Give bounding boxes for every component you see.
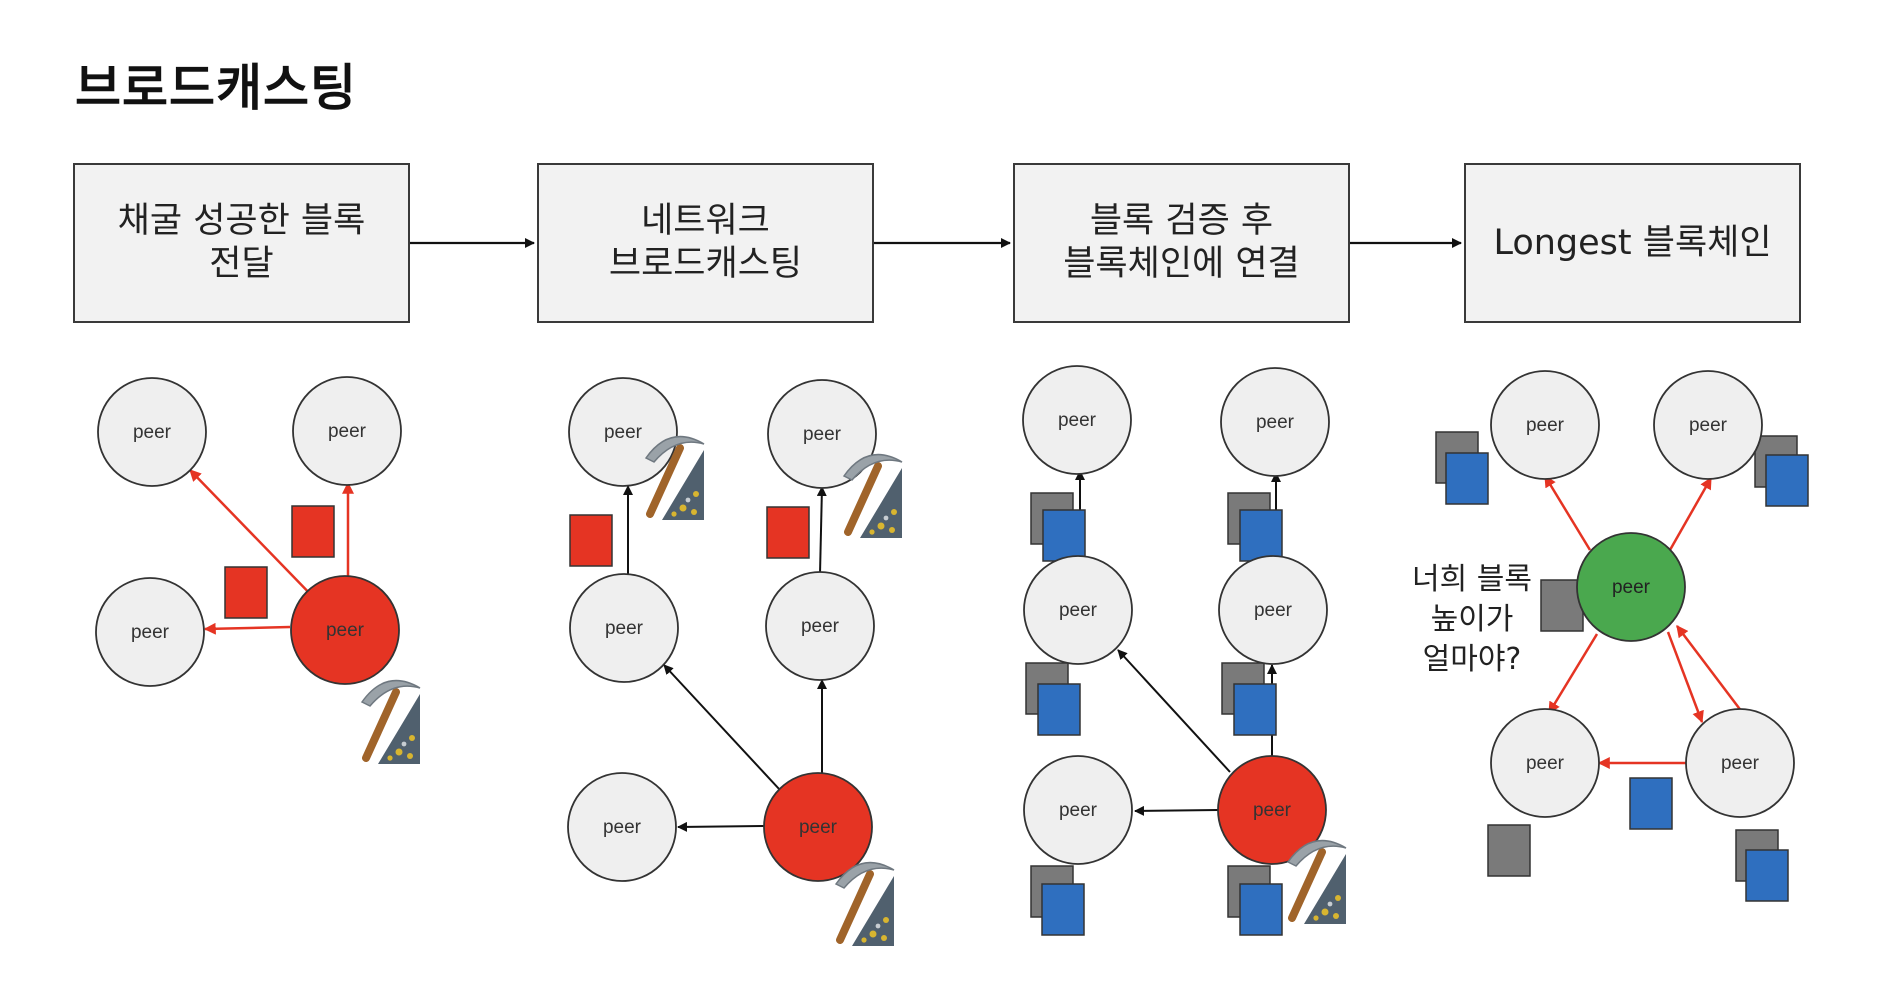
svg-text:peer: peer [1253,800,1292,821]
svg-text:peer: peer [133,422,172,443]
panel-mining: peer peer peer peer [95,376,420,764]
block-stack [1754,435,1809,507]
block-stack [1221,662,1277,736]
block-red [766,506,810,559]
block-blue [1765,454,1809,507]
step-label-validate: 블록 검증 후 블록체인에 연결 [1063,201,1300,284]
longest-chain-node: peer [1576,532,1686,642]
step-box-mining: 채굴 성공한 블록 전달 [73,163,410,323]
block-stack [1227,865,1283,936]
peer-node: peer [95,577,205,687]
svg-text:peer: peer [604,422,643,443]
peer-node: peer [1685,708,1795,818]
svg-text:peer: peer [1721,753,1760,774]
peer-node: peer [1218,555,1328,665]
arrow-black [1117,649,1231,773]
svg-text:peer: peer [328,421,367,442]
step-box-longest: Longest 블록체인 [1464,163,1801,323]
step-box-validate: 블록 검증 후 블록체인에 연결 [1013,163,1350,323]
block-stack [1025,662,1081,736]
svg-text:peer: peer [1059,800,1098,821]
peer-node: peer [567,772,677,882]
peer-node: peer [569,573,679,683]
pickaxe-icon [844,455,902,538]
step-label-longest: Longest 블록체인 [1493,222,1772,263]
arrow-red [1543,474,1592,551]
panel-validate: peer peer peer peer peer peer [1022,365,1346,936]
peer-node: peer [1022,365,1132,475]
svg-text:peer: peer [326,620,365,641]
peer-node: peer [1220,367,1330,477]
peer-node: peer [292,376,402,486]
peer-node: peer [1490,370,1600,480]
block-height-question: 너희 블록 높이가 얼마야? [1412,562,1532,677]
block-stack [1435,431,1489,505]
peer-node: peer [1023,755,1133,865]
block-blue [1239,883,1283,936]
arrow-black [1134,805,1219,816]
arrow-red [1666,631,1704,724]
pickaxe-icon [836,863,894,946]
arrow-red [1676,625,1743,713]
svg-text:peer: peer [1059,600,1098,621]
svg-text:peer: peer [803,424,842,445]
block-blue [1629,777,1673,830]
block-blue [1239,509,1283,562]
block-stack [1735,829,1789,902]
arrow-black [816,486,827,575]
step-box-broadcast: 네트워크 브로드캐스팅 [537,163,874,323]
arrow-black [663,664,781,791]
panel-longest: peer peer peer peer peer [1435,370,1809,902]
svg-text:peer: peer [1689,415,1728,436]
arrow-red [1668,476,1713,551]
block-blue [1041,883,1085,936]
svg-text:peer: peer [1612,577,1651,598]
pickaxe-icon [1288,841,1346,924]
block-stack [1030,492,1086,562]
arrow-red [1547,633,1599,715]
block-stack [1030,865,1085,936]
block-gray [1487,824,1531,877]
peer-node: peer [1490,708,1600,818]
pickaxe-icon [362,681,420,764]
peer-node: peer [568,377,678,487]
miner-node: peer [1217,755,1327,865]
svg-text:peer: peer [603,817,642,838]
block-gray [1540,579,1584,632]
svg-text:peer: peer [799,817,838,838]
peer-node: peer [97,377,207,487]
svg-text:peer: peer [1256,412,1295,433]
svg-text:peer: peer [605,618,644,639]
svg-text:peer: peer [1254,600,1293,621]
svg-text:peer: peer [131,622,170,643]
step-label-mining: 채굴 성공한 블록 전달 [117,201,366,284]
arrow-black [677,821,765,832]
step-label-broadcast: 네트워크 브로드캐스팅 [608,201,803,284]
block-blue [1745,849,1789,902]
block-blue [1042,509,1086,562]
block-blue [1233,683,1277,736]
block-red [569,514,613,567]
peer-node: peer [1023,555,1133,665]
peer-node: peer [1653,370,1763,480]
block-blue [1037,683,1081,736]
block-blue [1445,452,1489,505]
svg-text:peer: peer [801,616,840,637]
block-red [291,505,335,558]
block-stack [1227,492,1283,562]
panel-broadcast: peer peer peer peer peer peer [567,377,902,946]
miner-node: peer [763,772,873,882]
svg-text:peer: peer [1058,410,1097,431]
peer-node: peer [765,571,875,681]
svg-text:peer: peer [1526,415,1565,436]
peer-node: peer [767,379,877,489]
page-title: 브로드캐스팅 [75,59,357,117]
svg-text:peer: peer [1526,753,1565,774]
arrow-red [189,469,319,603]
block-red [224,566,268,619]
arrow-red [203,622,291,635]
miner-node: peer [290,575,400,685]
